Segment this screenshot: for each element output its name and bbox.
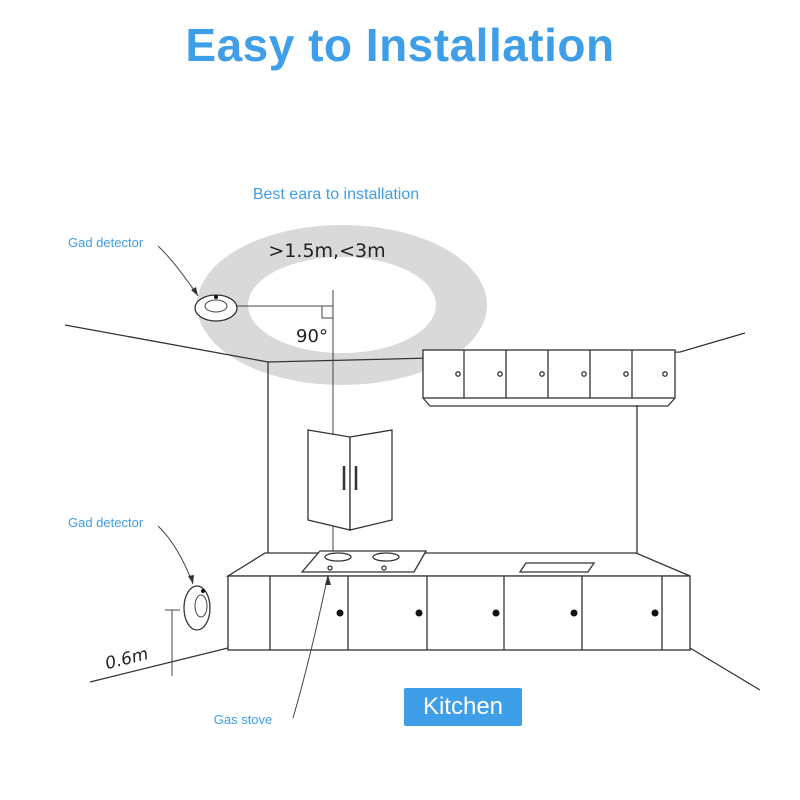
best-area-ring	[197, 225, 487, 385]
stove-label: Gas stove	[214, 712, 273, 727]
distance-label: >1.5m,<3m	[268, 240, 385, 262]
height-dimension	[165, 609, 180, 676]
sink	[518, 562, 596, 573]
height-label: 0.6m	[103, 644, 150, 674]
room-badge: Kitchen	[404, 688, 522, 726]
wall-detector-label: Gad detector	[68, 515, 144, 530]
headline: Easy to Installation	[185, 19, 615, 71]
upper-cabinets	[422, 349, 676, 407]
ceiling-detector-label: Gad detector	[68, 235, 144, 250]
base-cabinets	[225, 552, 691, 651]
angle-label: 90°	[296, 326, 328, 347]
right-angle-mark	[321, 306, 333, 319]
leader-arrows	[157, 245, 331, 719]
best-area-label: Best eara to installation	[253, 186, 419, 203]
ceiling-detector	[194, 294, 238, 322]
hood-cabinet	[307, 429, 393, 531]
gas-stove	[300, 550, 428, 573]
wall-detector	[183, 585, 211, 631]
